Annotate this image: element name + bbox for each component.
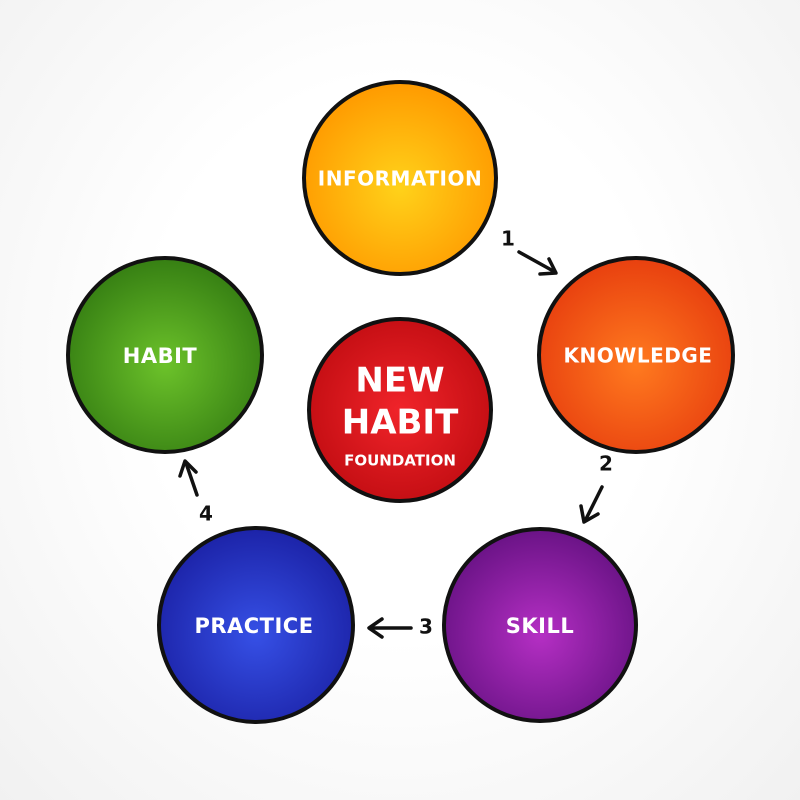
center-title-line1: NEW [355,361,444,401]
node-information-label: INFORMATION [318,167,482,191]
arrow-2-shaft [583,485,604,523]
arrow-step-1: 1 [501,227,558,276]
arrow-step-3: 3 [367,615,433,639]
step-number-2: 2 [599,452,613,476]
arrow-1-head [538,257,558,276]
node-habit: HABIT [66,256,264,454]
node-habit-label: HABIT [123,344,198,368]
arrow-1-shaft [517,250,557,274]
node-skill-label: SKILL [506,614,574,638]
node-practice: PRACTICE [157,526,355,724]
center-title-line2: HABIT [342,403,459,443]
node-knowledge: KNOWLEDGE [537,256,735,454]
arrow-4-shaft [184,461,199,497]
center-node: NEW HABIT FOUNDATION [307,317,493,503]
arrow-step-2: 2 [579,452,613,524]
arrow-4-head [178,459,198,478]
arrow-2-head [579,504,600,524]
arrow-step-4: 4 [178,459,213,526]
center-subtitle: FOUNDATION [344,452,456,470]
step-number-4: 4 [199,502,213,526]
step-number-3: 3 [419,615,433,639]
node-information: INFORMATION [302,80,498,276]
step-number-1: 1 [501,227,515,251]
node-knowledge-label: KNOWLEDGE [564,344,713,368]
node-practice-label: PRACTICE [194,614,313,638]
node-skill: SKILL [442,527,638,723]
arrow-3-head [367,617,384,639]
